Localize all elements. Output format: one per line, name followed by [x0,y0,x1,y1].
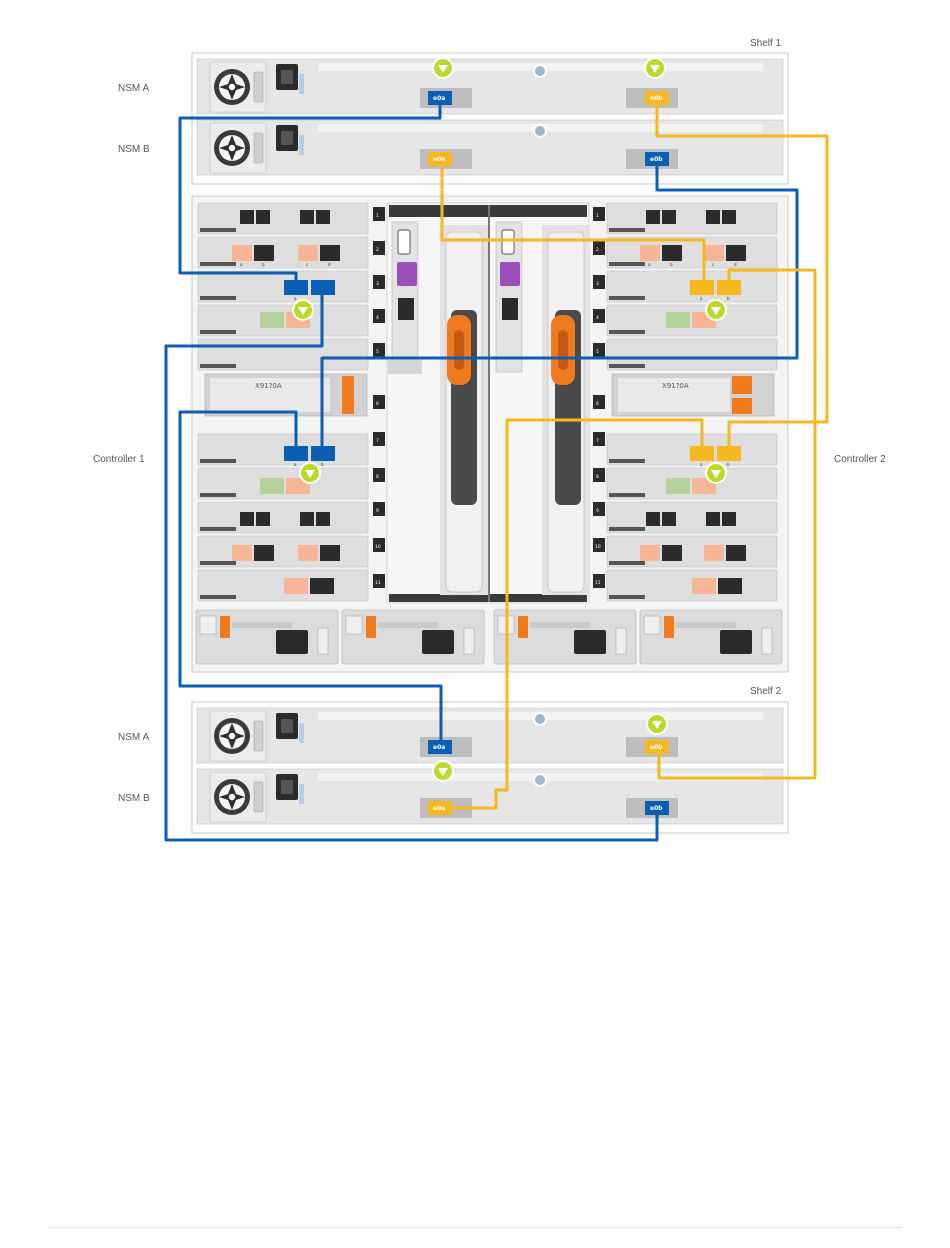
locator-led-icon [534,774,546,786]
svg-text:7: 7 [376,438,379,444]
svg-text:6: 6 [376,401,379,407]
svg-text:9: 9 [596,508,599,514]
svg-text:3: 3 [376,281,379,287]
controller-chassis: X91?0A [192,196,788,672]
controller-center-bay [387,203,590,603]
svg-text:4: 4 [376,315,379,321]
svg-text:8: 8 [596,474,599,480]
svg-text:2: 2 [376,247,379,253]
svg-text:e0a: e0a [433,744,445,751]
svg-text:e0a: e0a [433,805,445,812]
shelf2-label: Shelf 2 [750,686,782,697]
svg-text:11: 11 [375,580,381,586]
shelf2-nsm-b-label: NSM B [118,793,150,804]
green-pointer-icon [706,463,726,483]
controller2-label: Controller 2 [834,454,886,465]
console-port-icon [397,262,417,286]
shelf2-nsm-a-label: NSM A [118,732,149,743]
green-pointer-icon [706,300,726,320]
svg-text:9: 9 [376,508,379,514]
controller2-port-b-lower-cap [717,446,741,461]
shelf1-nsm-a: e0a e0b [197,58,783,114]
controller1-port-a-lower-cap [284,446,308,461]
shelf2-nsm-b: e0a e0b [197,761,783,824]
green-pointer-icon [647,714,667,734]
controller1-module-model: X91?0A [255,382,282,390]
green-pointer-icon [433,761,453,781]
svg-text:5: 5 [596,349,599,355]
svg-text:e0a: e0a [433,95,445,102]
controller2-module-model: X91?0A [662,382,689,390]
svg-text:e0b: e0b [650,744,663,751]
controller1-port-b-upper-cap [311,280,335,295]
controller1-io-slots: X91?0A [198,203,368,601]
svg-text:11: 11 [595,580,601,586]
green-pointer-icon [293,300,313,320]
ctrl1-nic-c-label: c [306,262,308,267]
svg-text:10: 10 [375,544,381,550]
svg-text:10: 10 [595,544,601,550]
controller2-io-slots: X91?0A [607,203,777,601]
controller2-port-b-upper-cap [717,280,741,295]
svg-text:3: 3 [596,281,599,287]
shelf2-nsm-a: e0a e0b [197,708,783,763]
svg-text:7: 7 [596,438,599,444]
svg-text:e0b: e0b [650,95,663,102]
shelf1-nsm-b: e0a e0b [197,120,783,175]
svg-text:8: 8 [376,474,379,480]
svg-text:e0b: e0b [650,805,663,812]
controller2-port-a-lower-cap [690,446,714,461]
svg-text:e0b: e0b [650,156,663,163]
svg-text:1: 1 [596,213,599,219]
fan-icon [210,711,266,761]
green-pointer-icon [300,463,320,483]
fan-icon [210,62,266,112]
controller1-port-a-upper-cap [284,280,308,295]
ctrl2-nic-c-label: c [712,262,714,267]
locator-led-icon [534,125,546,137]
locator-led-icon [534,65,546,77]
controller1-label: Controller 1 [93,454,145,465]
shelf1-label: Shelf 1 [750,38,782,49]
locator-led-icon [534,713,546,725]
fan-icon [210,123,266,173]
controller2-port-a-upper-cap [690,280,714,295]
controller1-port-b-lower-cap [311,446,335,461]
green-pointer-icon [645,58,665,78]
svg-text:6: 6 [596,401,599,407]
svg-text:2: 2 [596,247,599,253]
svg-text:e0a: e0a [433,156,445,163]
svg-text:4: 4 [596,315,599,321]
shelf2: e0a e0b e0a e0b [192,702,788,833]
ethernet-port-icon [398,298,414,320]
svg-text:1: 1 [376,213,379,219]
green-pointer-icon [433,58,453,78]
fan-icon [210,772,266,822]
shelf1-nsm-b-label: NSM B [118,144,150,155]
console-port-icon [500,262,520,286]
shelf1-nsm-a-label: NSM A [118,83,149,94]
svg-text:5: 5 [376,349,379,355]
ethernet-port-icon [502,298,518,320]
